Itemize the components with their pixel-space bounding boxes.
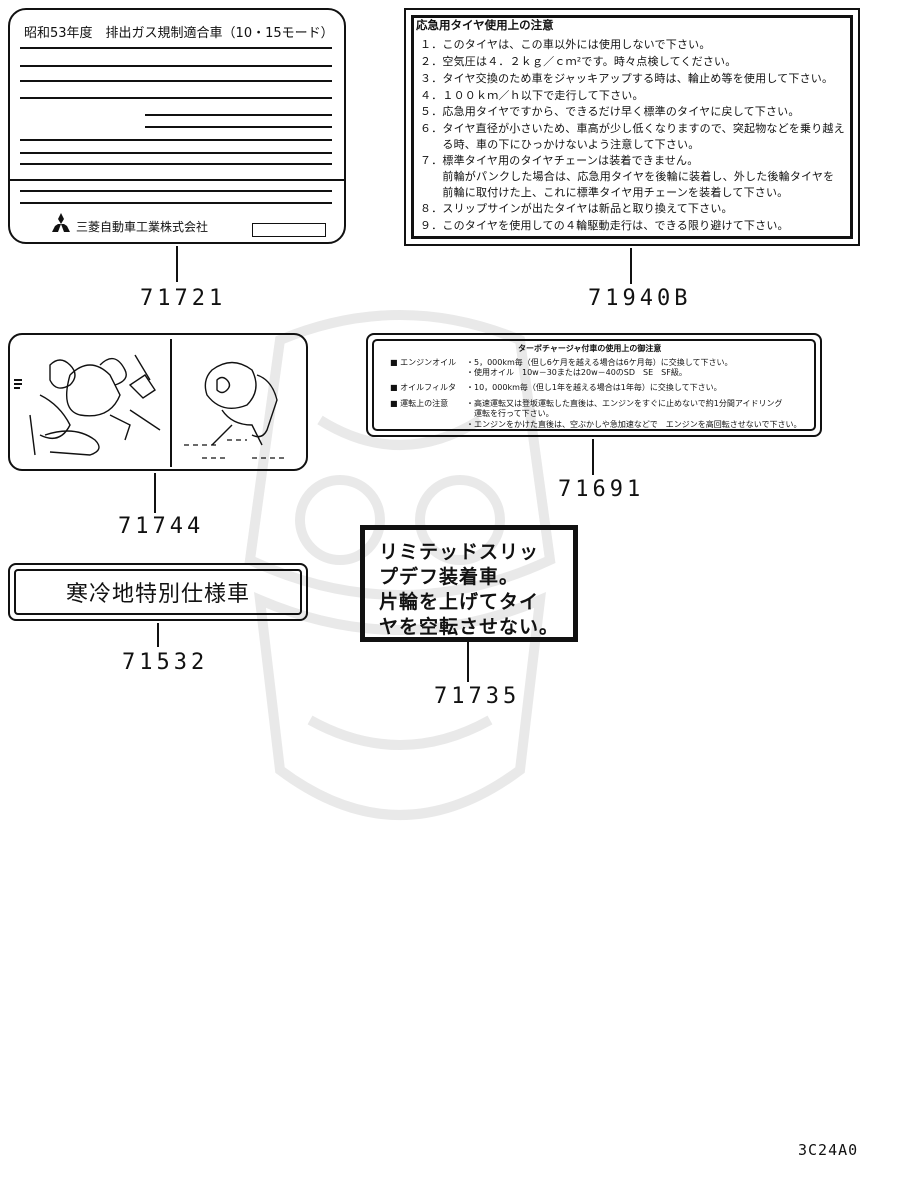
rule-line	[20, 80, 332, 82]
bullet-label: ■ オイルフィルタ	[390, 383, 456, 392]
part-number-71721: 71721	[140, 286, 227, 311]
warning-line: 片輪を上げてタイ	[379, 591, 540, 613]
row-text: ・10，000km毎（但し1年を越える場合は1年毎）に交換して下さい。	[466, 383, 722, 392]
three-diamond-logo-icon	[52, 213, 70, 232]
warning-line: リミテッドスリッ	[379, 541, 540, 563]
engine-diagram-right	[184, 361, 287, 459]
part-number-71532: 71532	[122, 650, 209, 675]
instruction-line: ７．標準タイヤ用のタイヤチェーンは装着できません。	[420, 154, 699, 167]
watermark-crest	[244, 310, 556, 820]
part-number-71744: 71744	[118, 514, 205, 539]
label-71532-text: 寒冷地特別仕様車	[65, 582, 250, 607]
warning-line: プデフ装着車。	[379, 566, 520, 588]
leader-line	[467, 642, 469, 682]
label-71721: 昭和53年度 排出ガス規制適合車（10・15モード） 三菱自動車工業株式会社	[8, 8, 346, 244]
page-code: 3C24A0	[798, 1141, 859, 1159]
instruction-line: １．このタイヤは、この車以外には使用しないで下さい。	[420, 38, 711, 51]
rule-line	[20, 202, 332, 204]
instruction-line: ３．タイヤ交換のため車をジャッキアップする時は、輪止め等を使用して下さい。	[420, 72, 834, 85]
label-71940b: 応急用タイヤ使用上の注意 １．このタイヤは、この車以外には使用しないで下さい。 …	[404, 8, 860, 246]
instruction-line: ４．１００ｋｍ／ｈ以下で走行して下さい。	[420, 89, 644, 102]
label-71691-heading: ターボチャージャ付車の使用上の御注意	[518, 344, 662, 353]
rule-line	[20, 97, 332, 99]
leader-line	[157, 623, 159, 647]
label-71735: リミテッドスリッ プデフ装着車。 片輪を上げてタイ ヤを空転させない。	[360, 525, 578, 642]
inner-border	[411, 15, 853, 239]
label-71721-maker: 三菱自動車工業株式会社	[76, 220, 209, 234]
part-number-71691: 71691	[558, 477, 645, 502]
inner-border	[372, 339, 816, 431]
label-71691: ターボチャージャ付車の使用上の御注意 ■ エンジンオイル ・5，000km毎（但…	[366, 333, 822, 437]
row-text: 運転を行って下さい。	[466, 409, 554, 418]
engine-diagram-left	[14, 354, 161, 456]
instruction-line: ８．スリップサインが出たタイヤは新品と取り換えて下さい。	[420, 202, 733, 215]
rule-line	[20, 163, 332, 165]
leader-line	[176, 246, 178, 282]
rule-line	[20, 47, 332, 49]
rule-line	[145, 114, 332, 116]
leader-line	[154, 473, 156, 513]
instruction-line: る時、車の下にひっかけないよう注意して下さい。	[420, 138, 700, 151]
bullet-label: ■ エンジンオイル	[390, 358, 457, 367]
part-number-71940b: 71940B	[588, 286, 692, 311]
instruction-line: ２．空気圧は４．２ｋｇ／ｃｍ²です。時々点検してください。	[420, 55, 737, 68]
rule-line	[20, 152, 332, 154]
leader-line	[592, 439, 594, 475]
instruction-line: ６．タイヤ直径が小さいため、車高が少し低くなりますので、突起物などを乗り越え	[420, 122, 845, 135]
rule-line	[145, 126, 332, 128]
leader-line	[630, 248, 632, 284]
warning-line: ヤを空転させない。	[379, 616, 560, 638]
part-number-71735: 71735	[434, 684, 521, 709]
inner-border: 寒冷地特別仕様車	[14, 569, 302, 615]
panel-divider	[170, 339, 172, 467]
label-71532: 寒冷地特別仕様車	[8, 563, 308, 621]
row-text: ・使用オイル 10w－30または20w－40のSD SE SF級。	[466, 368, 687, 377]
row-text: ・高速運転又は登坂運転した直後は、エンジンをすぐに止めないで約1分間アイドリング	[466, 399, 783, 408]
label-71721-title: 昭和53年度 排出ガス規制適合車（10・15モード）	[24, 26, 334, 41]
blank-box	[252, 223, 326, 237]
divider	[10, 179, 344, 181]
instruction-line: ５．応急用タイヤですから、できるだけ早く標準のタイヤに戻して下さい。	[420, 105, 800, 118]
bullet-label: ■ 運転上の注意	[390, 399, 449, 408]
row-text: ・5，000km毎（但し6ケ月を越える場合は6ケ月毎）に交換して下さい。	[466, 358, 733, 367]
instruction-line: 前輪がパンクした場合は、応急用タイヤを後輪に装着し、外した後輪タイヤを	[420, 170, 835, 183]
instruction-line: 前輪に取付けた上、これに標準タイヤ用チェーンを装着して下さい。	[420, 186, 789, 199]
instruction-line: ９．このタイヤを使用しての４輪駆動走行は、できる限り避けて下さい。	[420, 219, 789, 232]
rule-line	[20, 190, 332, 192]
rule-line	[20, 139, 332, 141]
row-text: ・エンジンをかけた直後は、空ぶかしや急加速などで エンジンを高回転させないで下さ…	[466, 420, 802, 429]
rule-line	[20, 65, 332, 67]
label-71744	[8, 333, 308, 471]
label-71940b-heading: 応急用タイヤ使用上の注意	[416, 18, 554, 32]
